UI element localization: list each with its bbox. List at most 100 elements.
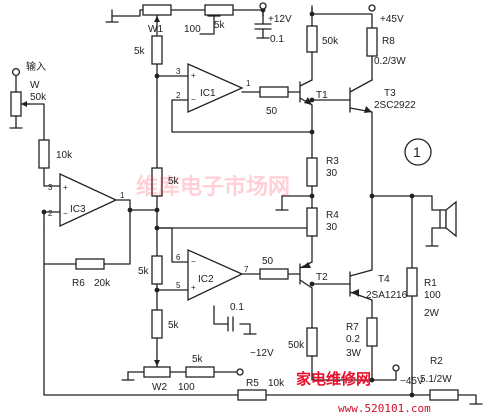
label-t4: T4 [378,274,390,285]
label-r8-val: 0.2/3W [374,56,406,67]
pot-w1 [142,4,172,16]
transistor-t2 [299,261,313,289]
terminal-minus45 [392,364,400,372]
label-ic1-plus: + [191,71,196,80]
label-r-5k-a: 5k [134,46,146,57]
label-w1: W1 [148,24,163,35]
pot-w [10,91,22,117]
label-vcc-pos: +12V [268,14,292,25]
label-r-5k-top: 5k [214,20,226,31]
label-vee-45: −45V [400,376,424,387]
wires [15,5,477,405]
label-r-50k-bot: 50k [288,340,305,351]
label-r-50k-top: 50k [322,36,339,47]
resistor-r3 [306,157,318,187]
terminals [11,2,400,376]
pot-w2 [143,366,171,378]
label-c-top: 0.1 [270,34,284,45]
capacitor-bot [227,316,234,332]
label-r5-val: 10k [268,378,285,389]
label-r-50-top: 50 [266,106,278,117]
label-r1-val: 100 [424,290,441,301]
label-r2: R2 [430,356,443,367]
label-ic1-pin1: 1 [246,79,251,88]
speaker-icon [439,200,457,238]
resistor-5k-top [204,4,234,16]
label-r6-val: 20k [94,278,111,289]
opamp-ic3 [59,172,118,228]
label-r6: R6 [72,278,85,289]
resistors [38,4,459,401]
label-r-50-bot: 50 [262,256,274,267]
label-ic1-minus: − [191,95,196,104]
label-w: W [30,80,40,91]
resistor-10k-in [38,139,50,169]
label-ic3-pin1: 1 [120,191,125,200]
input-terminal [11,67,21,77]
label-w2-val: 100 [178,382,195,393]
label-w2: W2 [152,382,167,393]
label-ic2-minus: − [191,257,196,266]
watermark-bottom: 家电维修网 [296,370,371,388]
resistor-50-top [259,86,289,98]
circled-marker [404,138,432,166]
resistor-50k-bot [306,327,318,357]
watermark-url: www.520101.com [338,402,431,415]
terminal-minus12 [236,368,244,376]
resistor-r5 [237,389,267,401]
label-r7-val: 0.2 [346,334,360,345]
label-r8: R8 [382,36,395,47]
label-t3-part: 2SC2922 [374,100,416,111]
watermark-middle: 维库电子市场网 [136,174,290,200]
resistor-50k-top [306,25,318,53]
label-r-in: 10k [56,150,73,161]
label-r-5k-d: 5k [168,320,180,331]
label-r3-val: 30 [326,168,338,179]
terminal-plus45 [368,4,376,12]
label-ic3-plus: + [63,183,68,192]
resistor-r7 [366,317,378,347]
resistor-5k-e [185,366,215,378]
label-ic3-minus: − [63,209,68,218]
resistor-5k-d [151,309,163,339]
resistor-r4 [306,207,318,237]
resistor-r1 [406,267,418,297]
potentiometers [10,4,172,378]
label-w-val: 50k [30,92,47,103]
label-r7: R7 [346,322,359,333]
label-r-5k-b: 5k [168,176,180,187]
opamp-ic2 [187,248,244,302]
label-t2: T2 [316,272,328,283]
resistor-r2 [429,389,459,401]
resistor-5k-a [151,35,163,65]
label-input: 输入 [26,60,46,73]
label-t4-part: 2SA1216 [366,290,408,301]
transistor-t3 [349,79,373,113]
label-r5: R5 [246,378,259,389]
label-ic1: IC1 [200,88,216,99]
labels: 输入 W 50k 10k W1 100 5k +12V 0.1 5k IC1 3… [26,14,452,393]
opamp-ic1 [187,62,244,114]
label-r-5k-e: 5k [192,354,204,365]
label-r4-val: 30 [326,222,338,233]
label-r-5k-c: 5k [138,266,150,277]
resistor-5k-b [151,167,163,197]
label-r2-val: 5.1/2W [420,374,452,385]
label-r7-pow: 3W [346,348,362,359]
label-ic1-pin2: 2 [176,91,181,100]
transistor-t1 [299,79,313,106]
label-vcc-45: +45V [380,14,404,25]
resistor-r8 [366,27,378,57]
label-circle-num: 1 [413,144,421,160]
label-r3: R3 [326,156,339,167]
label-r1-pow: 2W [424,308,440,319]
label-ic2-pin6: 6 [176,253,181,262]
label-ic2: IC2 [198,274,214,285]
transistors [299,79,373,301]
label-ic1-pin3: 3 [176,67,181,76]
label-w1-val: 100 [184,24,201,35]
label-ic3: IC3 [70,204,86,215]
capacitors [227,23,272,332]
label-r4: R4 [326,210,339,221]
